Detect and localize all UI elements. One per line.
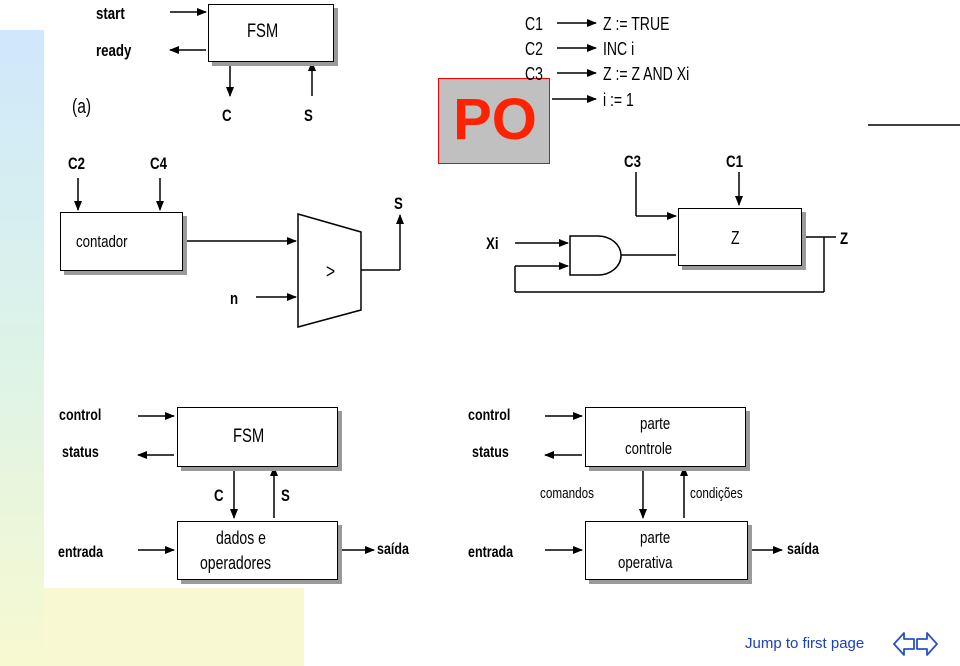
- tag-a-label: (a): [72, 96, 92, 118]
- comparator-gt-label: >: [326, 261, 336, 283]
- po-block: PO: [438, 78, 550, 164]
- c-label-b: C: [214, 486, 224, 505]
- s-label-a: S: [304, 106, 313, 125]
- op-c4-text: i := 1: [603, 90, 634, 110]
- control-part-box: [585, 407, 746, 467]
- status-label-b: status: [62, 444, 99, 461]
- fsm-box-b: [177, 407, 338, 467]
- s-label-b: S: [281, 486, 290, 505]
- comparator-shape: [297, 213, 362, 328]
- op-c1-label: C1: [525, 14, 543, 34]
- saida-label-c: saída: [787, 541, 819, 558]
- saida-label-b: saída: [377, 541, 409, 558]
- n-label: n: [230, 289, 239, 308]
- datapath-box-b: [177, 521, 338, 580]
- s-out-label: S: [394, 194, 403, 213]
- dados-line1: dados e: [216, 528, 266, 548]
- control-label-b: control: [59, 407, 102, 424]
- c3-label: C3: [624, 152, 641, 171]
- operative-part-box: [585, 521, 748, 580]
- c-label-a: C: [222, 106, 232, 125]
- fsm-label-b: FSM: [233, 426, 265, 447]
- dados-line2: operadores: [200, 553, 272, 573]
- po-label: PO: [453, 87, 537, 152]
- op-c1-text: Z := TRUE: [603, 14, 670, 34]
- counter-box: [60, 212, 183, 271]
- jump-to-first-page-link[interactable]: Jump to first page: [745, 635, 865, 652]
- entrada-label-b: entrada: [58, 544, 104, 561]
- c4-label: C4: [150, 154, 167, 173]
- z-register-label: Z: [731, 228, 740, 248]
- z-out-label: Z: [840, 229, 849, 248]
- and-gate-shape: [569, 235, 622, 276]
- comandos-label: comandos: [540, 485, 594, 502]
- counter-label: contador: [76, 232, 128, 251]
- condicoes-label: condições: [690, 485, 743, 502]
- fsm-label-a: FSM: [247, 21, 279, 42]
- entrada-label-c: entrada: [468, 544, 514, 561]
- ready-label: ready: [96, 41, 132, 60]
- op-c2-label: C2: [525, 39, 543, 59]
- control-part-line1: parte: [640, 414, 671, 433]
- operative-part-line1: parte: [640, 528, 671, 547]
- c2-label: C2: [68, 154, 85, 173]
- c1-label: C1: [726, 152, 743, 171]
- op-c3-text: Z := Z AND Xi: [603, 64, 690, 84]
- z-register-box: [678, 208, 802, 266]
- control-label-c: control: [468, 407, 511, 424]
- op-c3-label: C3: [525, 64, 543, 84]
- op-c2-text: INC i: [603, 39, 635, 59]
- xi-label: Xi: [486, 234, 499, 253]
- operative-part-line2: operativa: [618, 553, 673, 572]
- status-label-c: status: [472, 444, 509, 461]
- arrow-right-icon[interactable]: [915, 630, 939, 658]
- control-part-line2: controle: [625, 439, 673, 458]
- arrow-left-icon[interactable]: [892, 630, 916, 658]
- start-label: start: [96, 4, 125, 23]
- fsm-box-a: [208, 4, 334, 62]
